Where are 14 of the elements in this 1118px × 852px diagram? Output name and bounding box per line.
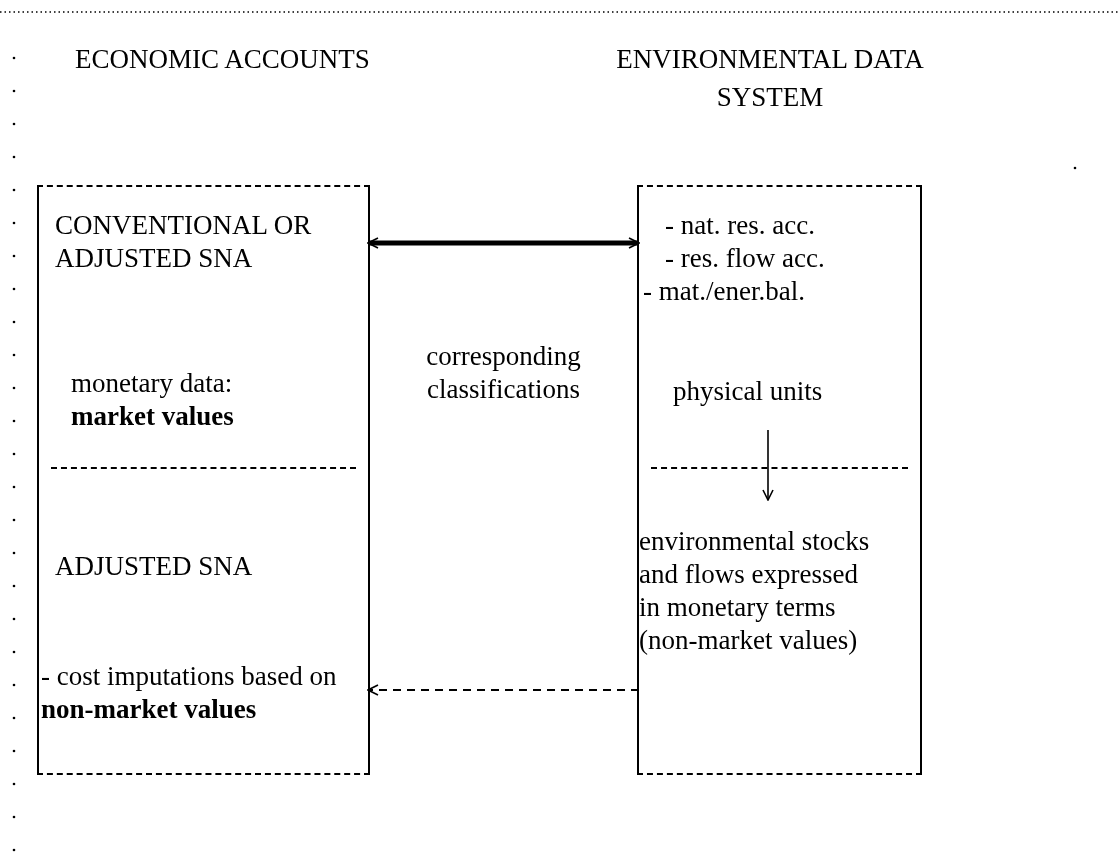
arrow [762, 429, 774, 501]
arrow [367, 237, 640, 249]
section-text: - cost imputations based on non-market values [41, 660, 338, 726]
column-heading: ECONOMIC ACCOUNTS [74, 43, 370, 76]
section-text: - res. flow acc. [665, 242, 826, 275]
section-text: environmental stocks and flows expressed in monetary terms (non-market values) [639, 525, 871, 657]
section-text: - mat./ener.bal. [643, 275, 806, 308]
section-text: - nat. res. acc. [665, 209, 816, 242]
section-heading: CONVENTIONAL OR ADJUSTED SNA [55, 209, 313, 275]
section-heading: ADJUSTED SNA [55, 550, 254, 583]
column-heading: ENVIRONMENTAL DATA SYSTEM [615, 43, 925, 114]
section-text: monetary data: market values [71, 367, 235, 433]
section-text: physical units [673, 375, 824, 408]
arrow [367, 684, 640, 696]
